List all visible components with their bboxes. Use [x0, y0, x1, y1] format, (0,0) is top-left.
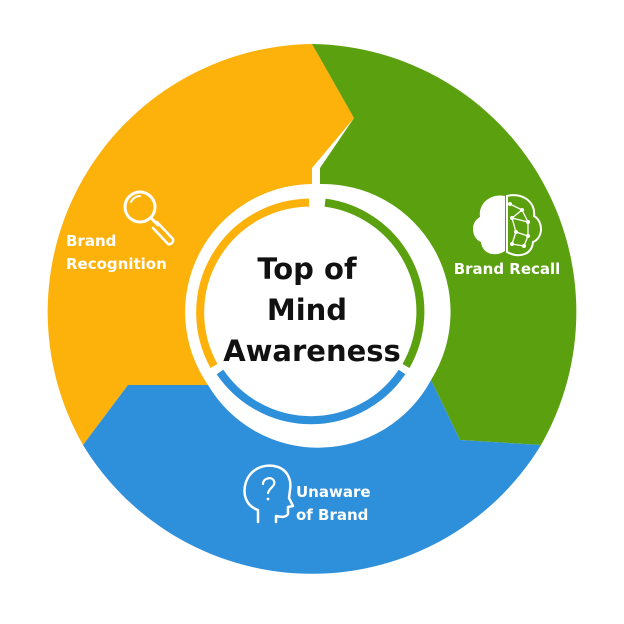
segment-label-unaware: Unaware of Brand — [296, 483, 376, 524]
segment-unaware-of-brand — [83, 380, 541, 574]
segment-brand-recognition — [47, 44, 355, 445]
inner-ring-recall — [324, 198, 425, 368]
magnifying-glass-icon — [123, 190, 175, 246]
brain-icon — [472, 194, 542, 257]
segment-label-recall: Brand Recall — [454, 260, 561, 278]
segment-label-recognition: Brand Recognition — [66, 232, 167, 273]
center-title-line-1: Top of — [257, 252, 357, 286]
center-title-line-3: Awareness — [223, 334, 401, 368]
inner-ring-unaware — [216, 369, 406, 425]
center-title: Top of Mind Awareness — [223, 252, 401, 368]
inner-ring-recognition — [196, 198, 310, 368]
head-question-icon — [243, 464, 295, 524]
center-title-line-2: Mind — [267, 293, 347, 327]
segment-brand-recall — [312, 44, 577, 445]
